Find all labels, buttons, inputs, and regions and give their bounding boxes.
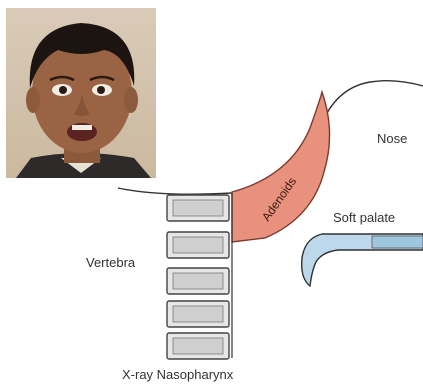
vertebra-body xyxy=(173,306,223,322)
vertebra-body xyxy=(173,338,223,354)
adenoid-mass xyxy=(232,92,330,242)
nose-label: Nose xyxy=(377,131,407,146)
figure-caption: X-ray Nasopharynx xyxy=(122,367,233,382)
vertebra-body xyxy=(173,237,223,253)
pharyngeal-wall-line xyxy=(118,188,232,194)
vertebra-label: Vertebra xyxy=(86,255,135,270)
soft-palate-label: Soft palate xyxy=(333,210,395,225)
hard-palate-segment xyxy=(372,236,423,248)
vertebra-body xyxy=(173,200,223,216)
vertebral-column xyxy=(167,195,229,359)
vertebra-body xyxy=(173,273,223,289)
